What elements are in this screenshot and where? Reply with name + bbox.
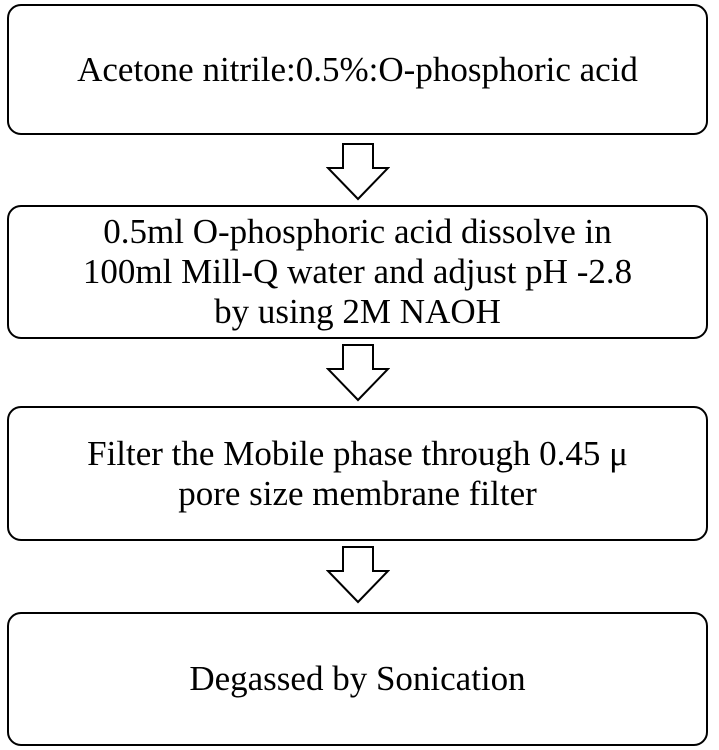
- down-arrow-icon: [326, 546, 390, 604]
- step-box-mobile-phase-ratio: Acetone nitrile:0.5%:O-phosphoric acid: [7, 4, 708, 135]
- step-text-line: pore size membrane filter: [178, 473, 537, 513]
- step-box-degassing: Degassed by Sonication: [7, 612, 708, 746]
- down-arrow-icon: [326, 143, 390, 201]
- step-box-buffer-preparation: 0.5ml O-phosphoric acid dissolve in 100m…: [7, 205, 708, 339]
- step-text-line: Degassed by Sonication: [189, 659, 526, 698]
- step-text-line: Acetone nitrile:0.5%:O-phosphoric acid: [77, 49, 638, 89]
- step-text-line: Filter the Mobile phase through 0.45 μ: [87, 433, 628, 473]
- step-text-line: 0.5ml O-phosphoric acid dissolve in: [103, 212, 612, 251]
- step-box-filtration: Filter the Mobile phase through 0.45 μ p…: [7, 406, 708, 541]
- step-text-line: by using 2M NAOH: [214, 292, 501, 331]
- step-text-line: 100ml Mill-Q water and adjust pH -2.8: [82, 252, 633, 291]
- down-arrow-icon: [326, 344, 390, 402]
